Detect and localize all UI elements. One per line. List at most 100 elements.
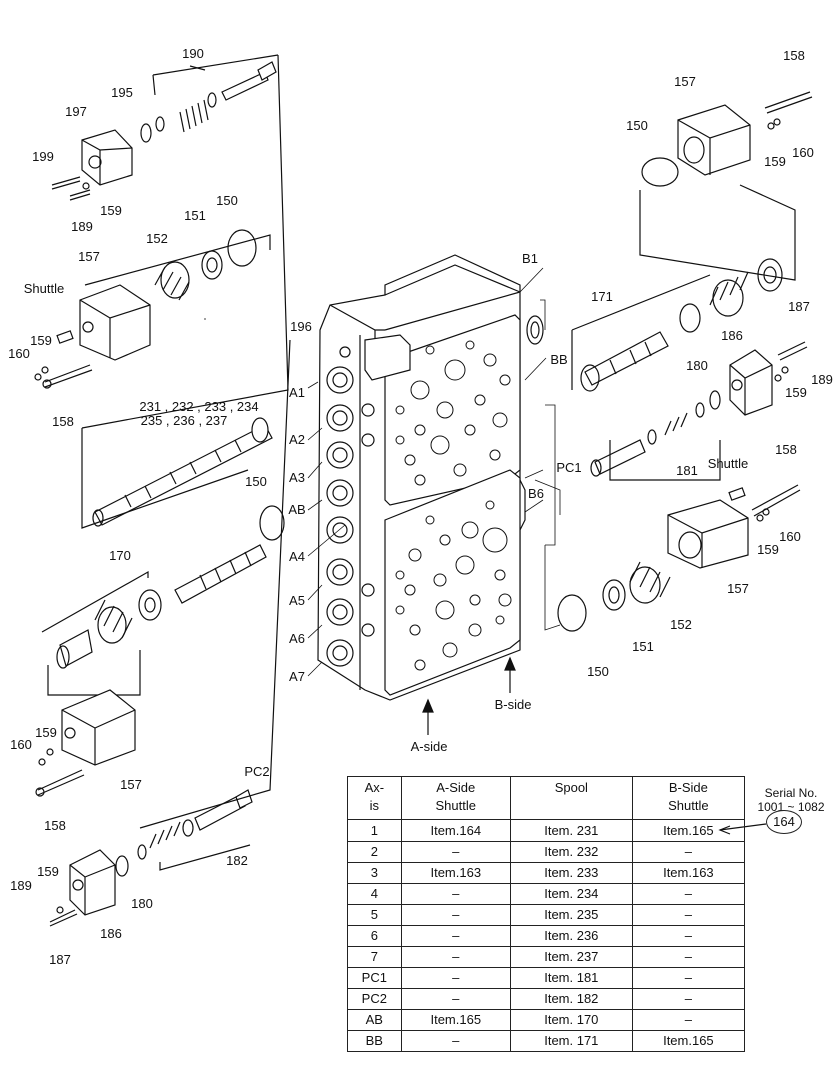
label-181: 181 [676,463,698,478]
table-cell: Item. 233 [509,862,633,884]
label-189: 189 [71,219,93,234]
table-cell: Item.163 [400,862,511,884]
label-158: 158 [783,48,805,63]
label-160: 160 [8,346,30,361]
serial-number: Serial No. 1001 ~ 1082 [749,786,833,814]
table-cell: 6 [347,925,402,947]
table-cell: – [400,904,511,926]
table-cell: Item. 232 [509,841,633,863]
label-151: 151 [632,639,654,654]
label-A2: A2 [289,432,305,447]
label-A3: A3 [289,470,305,485]
label-150: 150 [245,474,267,489]
label-159: 159 [30,333,52,348]
label-shuttle: Shuttle [707,456,749,471]
label-A1: A1 [289,385,305,400]
label-190: 190 [182,46,204,61]
label-159: 159 [100,203,122,218]
label-171: 171 [591,289,613,304]
label-186: 186 [100,926,122,941]
table-cell: Item. 171 [509,1030,633,1052]
table-cell: AB [347,1009,402,1031]
table-cell: Item.163 [631,862,746,884]
label-A7: A7 [289,669,305,684]
table-cell: 2 [347,841,402,863]
table-cell: – [400,1030,511,1052]
header-b-line1: B-Side [668,780,708,795]
header-a-line2: Shuttle [435,798,476,813]
label-158: 158 [52,414,74,429]
table-cell: – [400,967,511,989]
label-151: 151 [184,208,206,223]
table-cell: Item.165 [631,1030,746,1052]
table-cell: – [631,946,746,968]
table-row: 2–Item. 232– [347,841,746,863]
label-157: 157 [727,581,749,596]
assembly-182 [49,339,291,927]
table-cell: Item.165 [400,1009,511,1031]
table-cell: Item. 170 [509,1009,633,1031]
table-row: PC1–Item. 181– [347,967,746,989]
label-187: 187 [788,299,810,314]
label-150: 150 [587,664,609,679]
table-cell: Item. 237 [509,946,633,968]
assembly-157-upper [34,229,271,389]
table-row: 4–Item. 234– [347,883,746,905]
label-B6: B6 [528,486,544,501]
leader-lines [204,267,561,677]
table-cell: – [631,904,746,926]
header-spool-label: Spool [554,780,588,795]
assembly-186-right [709,341,808,416]
label-160: 160 [792,145,814,160]
label-182: 182 [226,853,248,868]
label-197: 197 [65,104,87,119]
label-180: 180 [686,358,708,373]
label-189: 189 [10,878,32,893]
label-189: 189 [811,372,833,387]
label-157: 157 [78,249,100,264]
table-cell: – [631,988,746,1010]
header-axis-line2: is [369,798,380,813]
label-PC1: PC1 [556,460,582,475]
label-196: 196 [290,319,312,334]
label-spool-items-2: 235 , 236 , 237 [140,413,228,428]
table-cell: – [400,988,511,1010]
table-cell: 7 [347,946,402,968]
label-B1: B1 [522,251,538,266]
table-cell: – [400,883,511,905]
table-cell: 4 [347,883,402,905]
label-157: 157 [120,777,142,792]
label-195: 195 [111,85,133,100]
table-cell: Item. 231 [509,819,633,842]
label-157: 157 [674,74,696,89]
header-b-line2: Shuttle [668,798,709,813]
label-A5: A5 [289,593,305,608]
table-cell: – [631,1009,746,1031]
label-158: 158 [44,818,66,833]
table-cell: – [631,883,746,905]
header-spool: Spool [509,776,633,820]
table-cell: – [400,925,511,947]
table-cell: Item. 181 [509,967,633,989]
table-row: PC2–Item. 182– [347,988,746,1010]
table-cell: – [631,841,746,863]
label-159: 159 [37,864,59,879]
label-152: 152 [146,231,168,246]
table-cell: Item. 182 [509,988,633,1010]
assembly-157-top-right [639,91,813,281]
assembly-181 [590,402,721,481]
assembly-171 [571,258,783,392]
label-BB: BB [550,352,568,367]
label-159: 159 [764,154,786,169]
label-199: 199 [32,149,54,164]
table-cell: PC1 [347,967,402,989]
label-152: 152 [670,617,692,632]
label-spool-items-1: 231 , 232 , 233 , 234 [139,399,259,414]
